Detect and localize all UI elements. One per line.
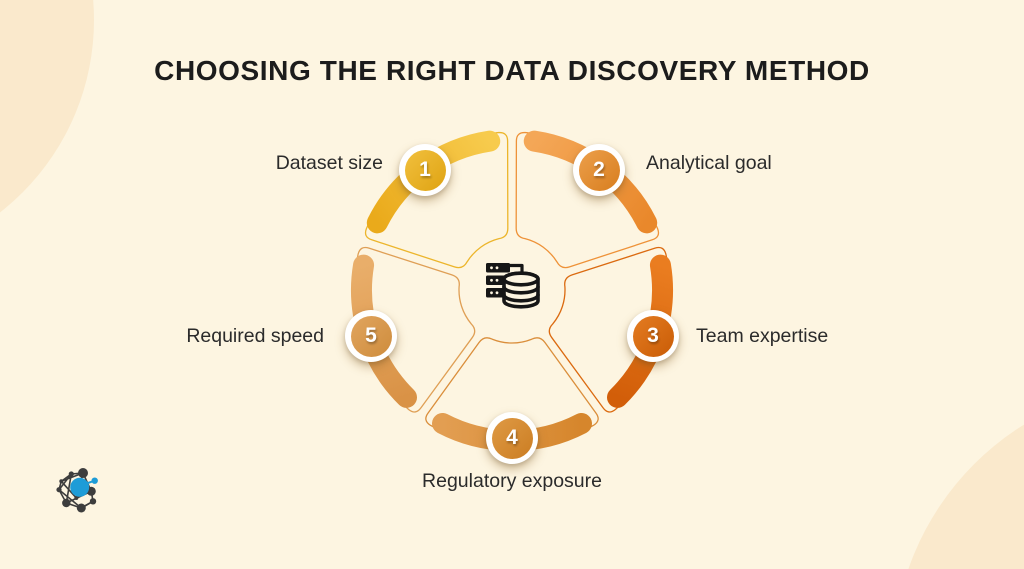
network-nodes-logo-icon <box>56 468 98 513</box>
segment-label-regulatory-exposure: Regulatory exposure <box>422 470 602 492</box>
page-title: CHOOSING THE RIGHT DATA DISCOVERY METHOD <box>154 55 870 86</box>
database-server-icon <box>486 263 540 309</box>
segment-number-3: 3 <box>632 315 674 357</box>
segment-badge-2: 2 <box>573 144 625 196</box>
segment-number-5: 5 <box>350 315 392 357</box>
segment-badge-1: 1 <box>399 144 451 196</box>
segment-number-2: 2 <box>578 149 620 191</box>
segment-number-4: 4 <box>491 417 533 459</box>
segment-badge-3: 3 <box>627 310 679 362</box>
segment-badge-5: 5 <box>345 310 397 362</box>
segment-number-1: 1 <box>404 149 446 191</box>
segment-label-analytical-goal: Analytical goal <box>646 152 772 174</box>
segment-badge-4: 4 <box>486 412 538 464</box>
logo-accent <box>70 477 98 497</box>
segment-label-dataset-size: Dataset size <box>275 152 383 174</box>
segment-label-team-expertise: Team expertise <box>696 325 829 347</box>
segment-label-required-speed: Required speed <box>186 325 324 347</box>
